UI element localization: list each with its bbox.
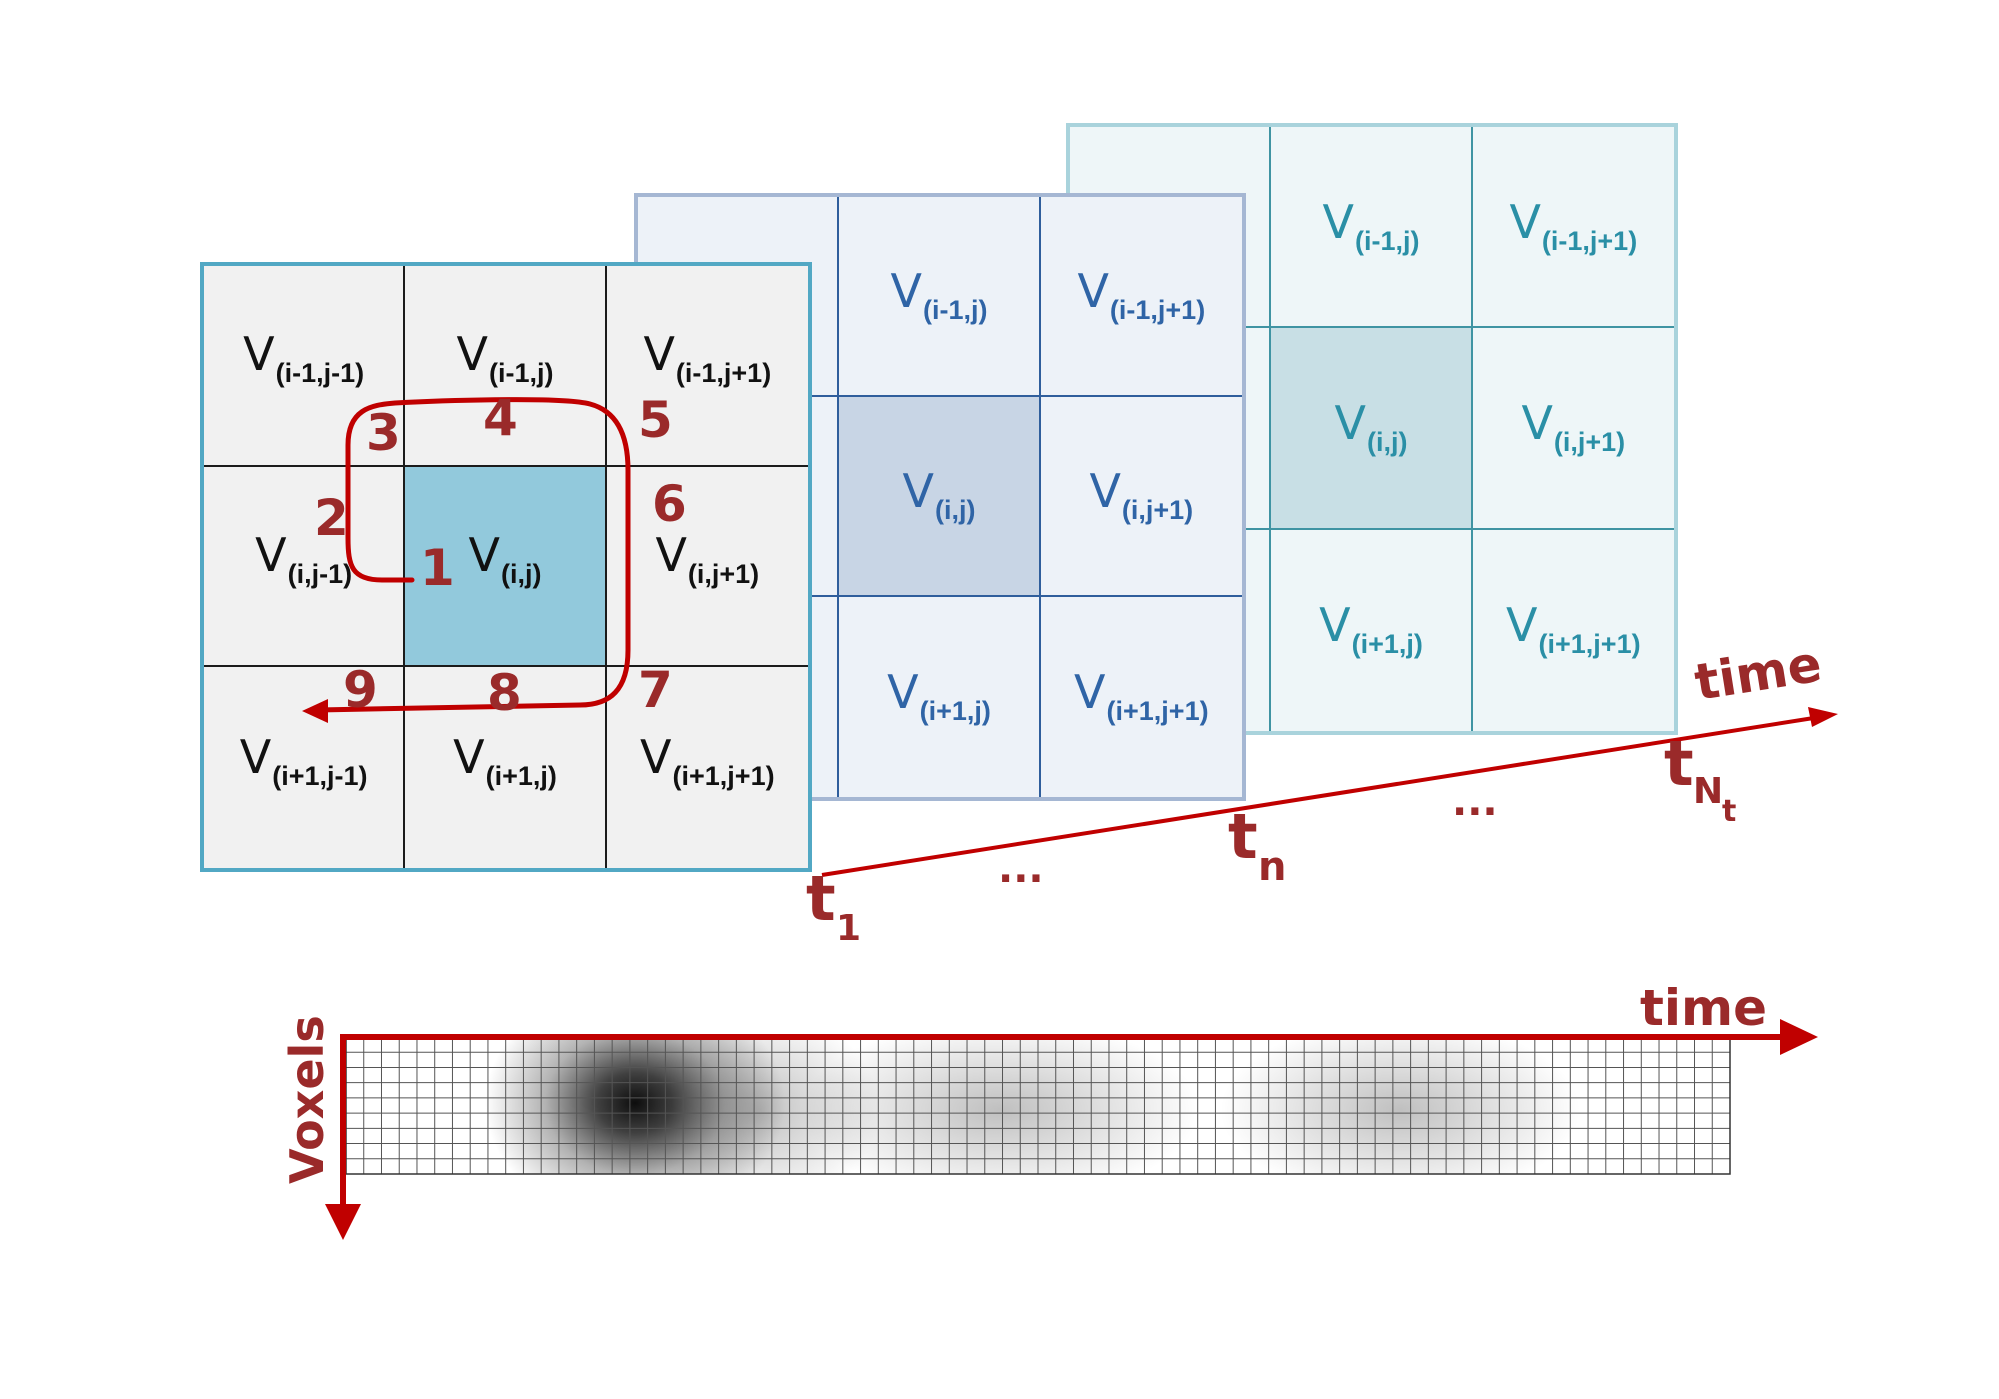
ellipsis-2: ...	[1452, 779, 1498, 825]
grid-cell: V(i-1,j)	[405, 266, 607, 467]
matrix-voxels-label: Voxels	[280, 1015, 334, 1184]
tick-tNt: t N t	[1664, 727, 1736, 829]
time-axis-arrowhead	[1808, 707, 1838, 727]
matrix-voxels-arrowhead	[325, 1204, 361, 1240]
grid-cell: V(i-1,j+1)	[1472, 127, 1674, 329]
svg-text:t: t	[1228, 800, 1258, 873]
grid-cell: V(i-1,j)	[839, 197, 1041, 397]
step-number-2: 2	[314, 489, 349, 547]
grid-cell: V(i+1,j+1)	[1506, 598, 1641, 660]
step-number-7: 7	[638, 661, 673, 719]
step-number-6: 6	[652, 475, 687, 533]
matrix-time-label: time	[1640, 979, 1767, 1037]
grid-cell: V(i+1,j+1)	[1074, 664, 1209, 727]
traversal-path	[315, 397, 631, 713]
matrix-gridlines	[346, 1037, 1730, 1174]
grid-cell: V(i+1,j)	[405, 667, 607, 868]
step-number-9: 9	[343, 661, 378, 719]
svg-text:1: 1	[836, 908, 861, 949]
grid-cell: V(i+1,j-1)	[204, 667, 406, 868]
traversal-arrowhead	[302, 699, 328, 723]
voxel-time-matrix	[345, 1036, 1731, 1175]
grid-cell: V(i+1,j)	[1271, 529, 1473, 731]
time-axis-label: time	[1691, 635, 1826, 712]
tick-tn: t n	[1228, 800, 1286, 890]
grid-cell: V(i,j+1)	[1040, 397, 1242, 597]
step-number-1: 1	[420, 539, 455, 597]
grid-cell: V(i-1,j-1)	[204, 266, 406, 467]
time-axis-line	[821, 715, 1821, 877]
step-number-5: 5	[638, 391, 673, 449]
step-number-8: 8	[487, 664, 522, 722]
grid-cell: V(i-1,j+1)	[606, 266, 808, 467]
step-number-3: 3	[366, 404, 401, 462]
grid-cell-center: V(i,j)	[839, 397, 1041, 597]
step-number-4: 4	[483, 389, 518, 447]
voxel-grid-t-1: V(i-1,j-1) V(i-1,j) V(i-1,j+1) V(i,j-1) …	[200, 262, 812, 872]
grid-cell: V(i,j-1)	[204, 466, 406, 668]
grid-cell-center: V(i,j)	[1271, 328, 1473, 530]
grid-cell-center: V(i,j)	[405, 466, 607, 668]
svg-text:N: N	[1693, 771, 1723, 812]
svg-text:n: n	[1258, 844, 1286, 890]
svg-text:t: t	[1664, 727, 1694, 800]
grid-cell: V(i,j+1)	[606, 467, 808, 668]
svg-text:t: t	[806, 862, 836, 935]
grid-cell: V(i,j+1)	[1472, 328, 1674, 530]
grid-cell: V(i-1,j)	[1271, 127, 1473, 329]
matrix-time-arrowhead	[1780, 1019, 1818, 1055]
grid-cell: V(i+1,j)	[839, 597, 1041, 797]
svg-text:t: t	[1722, 794, 1736, 829]
grid-cell: V(i+1,j+1)	[640, 729, 775, 791]
ellipsis-1: ...	[998, 846, 1044, 892]
grid-cell: V(i-1,j+1)	[1040, 197, 1242, 397]
tick-t1: t 1	[806, 862, 861, 949]
